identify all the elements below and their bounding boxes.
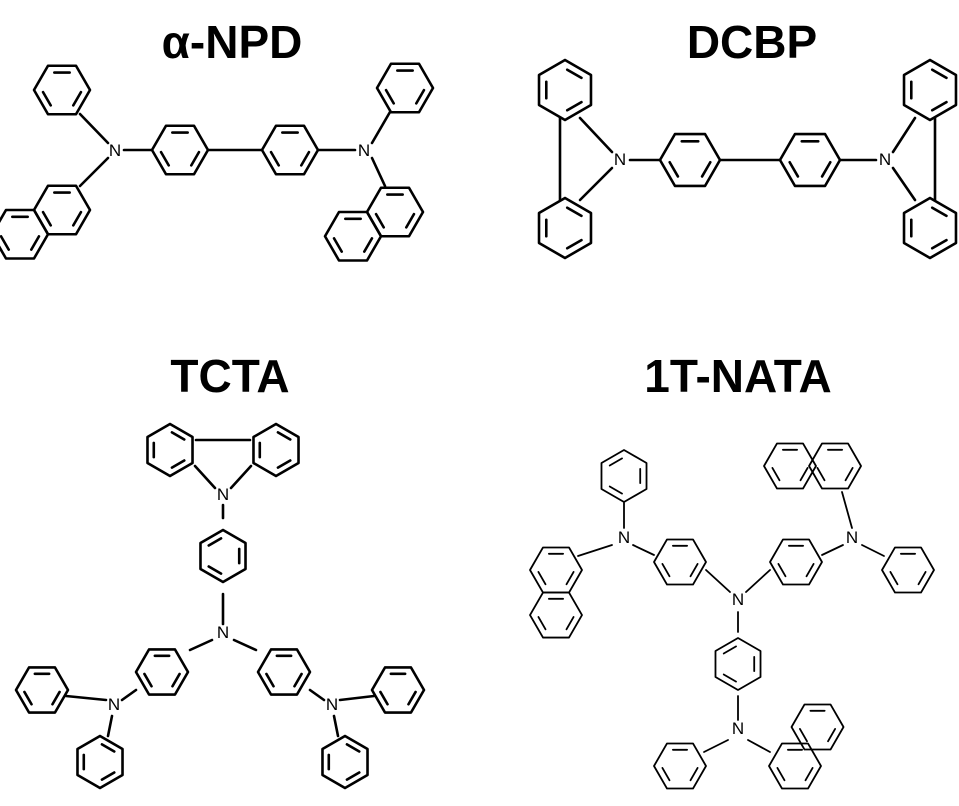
carbazole-ring xyxy=(902,58,958,122)
benzene-ring xyxy=(881,546,935,594)
bond-line xyxy=(338,694,376,702)
bond-line xyxy=(747,739,771,753)
benzene-ring xyxy=(256,648,312,696)
title-npd: α-NPD xyxy=(162,16,303,68)
bond-line xyxy=(120,688,138,702)
benzene-ring xyxy=(769,538,823,586)
benzene-ring xyxy=(134,648,190,696)
bond-line xyxy=(577,544,613,557)
benzene-ring xyxy=(150,124,210,176)
bond-line xyxy=(821,544,844,556)
bond-line xyxy=(78,156,110,188)
atom-label-n: N xyxy=(326,695,338,714)
atom-label-n: N xyxy=(358,141,370,160)
bond-line xyxy=(370,156,387,188)
atom-label-n: N xyxy=(732,590,744,609)
bond-line xyxy=(229,464,253,490)
bond-line xyxy=(332,714,340,738)
benzene-ring xyxy=(653,742,707,790)
carbazole-ring xyxy=(14,666,70,714)
carbazole-ring xyxy=(537,196,593,260)
benzene-ring xyxy=(714,637,762,691)
carbazole-ring xyxy=(370,666,426,714)
bond-line xyxy=(703,739,729,753)
bond-line xyxy=(106,714,114,738)
atom-label-n: N xyxy=(846,528,858,547)
naphthalene-ring xyxy=(529,546,583,594)
bond-line xyxy=(705,569,731,593)
naphthalene-ring xyxy=(790,703,845,751)
carbazole-ring xyxy=(146,422,194,478)
bond-line xyxy=(232,638,258,652)
bond-line xyxy=(632,544,655,556)
benzene-ring xyxy=(375,62,435,114)
bond-line xyxy=(578,116,614,154)
bond-line xyxy=(188,638,214,652)
benzene-ring xyxy=(653,538,707,586)
bond-line xyxy=(64,694,108,702)
bond-line xyxy=(861,544,885,557)
atom-label-n: N xyxy=(618,528,630,547)
naphthalene-ring xyxy=(529,591,583,639)
carbazole-ring xyxy=(252,422,300,478)
structure-npd xyxy=(0,62,435,262)
bond-line xyxy=(370,110,392,145)
structure-dcbp xyxy=(537,58,958,260)
carbazole-ring xyxy=(537,58,593,122)
carbazole-ring xyxy=(76,734,124,790)
benzene-ring xyxy=(658,132,722,188)
structure-tcta xyxy=(14,422,426,790)
benzene-ring xyxy=(32,64,92,116)
naphthalene-ring xyxy=(323,210,383,262)
carbazole-ring xyxy=(902,196,958,260)
naphthalene-ring xyxy=(763,442,817,490)
title-dcbp: DCBP xyxy=(687,16,817,68)
benzene-ring xyxy=(199,528,247,584)
benzene-ring xyxy=(260,124,320,176)
benzene-ring xyxy=(600,449,648,503)
title-tcta: TCTA xyxy=(170,350,289,402)
title-1tnata: 1T-NATA xyxy=(644,350,831,402)
naphthalene-ring xyxy=(808,442,862,490)
atom-label-n: N xyxy=(109,141,121,160)
naphthalene-ring xyxy=(0,208,50,260)
naphthalene-ring xyxy=(768,742,822,790)
bond-line xyxy=(745,569,771,593)
benzene-ring xyxy=(778,132,842,188)
atom-label-n: N xyxy=(614,150,626,169)
bond-line xyxy=(78,112,110,145)
atom-label-n: N xyxy=(108,695,120,714)
atom-label-n: N xyxy=(217,623,229,642)
bond-line xyxy=(841,491,853,529)
bond-line xyxy=(193,464,217,490)
atom-label-n: N xyxy=(217,485,229,504)
carbazole-ring xyxy=(321,734,369,790)
bond-line xyxy=(891,166,917,202)
bond-line xyxy=(308,688,326,702)
bond-line xyxy=(891,116,917,154)
atom-label-n: N xyxy=(879,150,891,169)
bond-line xyxy=(578,166,614,202)
atom-label-n: N xyxy=(732,719,744,738)
structure-1tnata xyxy=(529,442,935,790)
